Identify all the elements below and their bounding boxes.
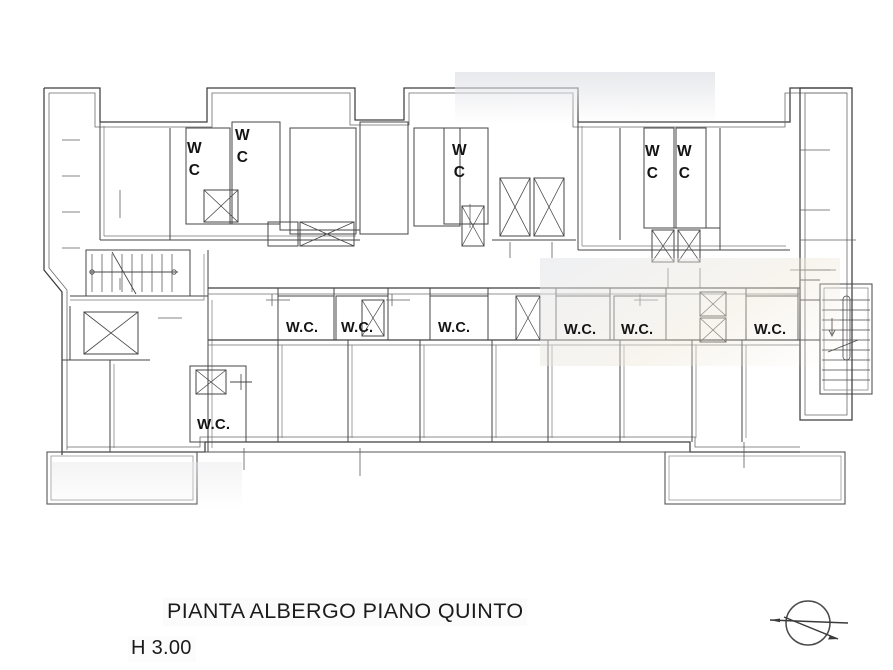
compass-north-arrow-icon [756,592,860,656]
left-lower-wc-room [189,365,252,443]
north-wing-rooms [99,121,790,263]
left-stair-core [62,249,213,452]
